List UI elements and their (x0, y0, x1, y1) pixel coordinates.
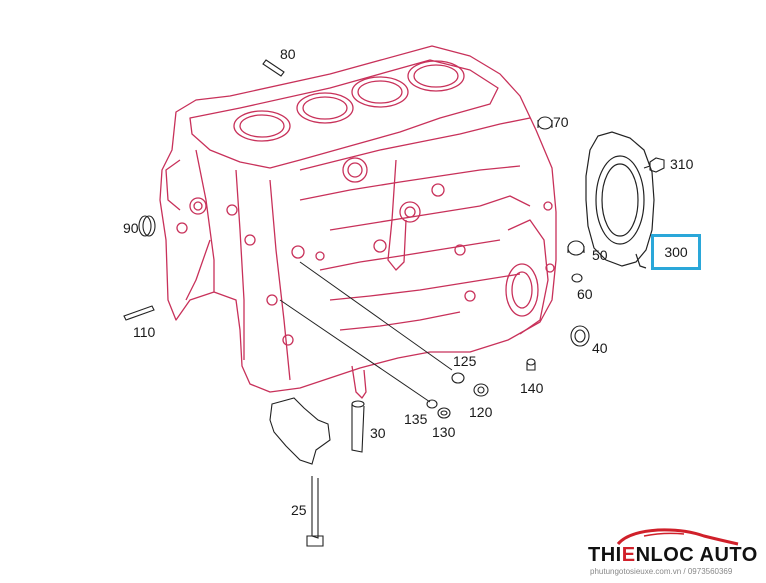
label-25: 25 (291, 502, 307, 518)
label-120: 120 (469, 404, 493, 420)
cap-60 (571, 273, 583, 283)
plug-50 (567, 240, 585, 256)
label-130: 130 (432, 424, 456, 440)
label-80: 80 (280, 46, 296, 62)
seal-90 (138, 215, 156, 237)
label-140: 140 (520, 380, 544, 396)
label-30: 30 (370, 425, 386, 441)
bearing-cap (269, 397, 331, 465)
label-125: 125 (453, 353, 477, 369)
bolt-310 (643, 157, 665, 173)
label-60: 60 (577, 286, 593, 302)
label-300: 300 (664, 244, 688, 260)
cylinder-bore-3 (351, 76, 409, 108)
leader-125 (299, 261, 453, 371)
cylinder-bore-4 (407, 60, 465, 92)
label-90: 90 (123, 220, 139, 236)
engine-block (159, 45, 557, 393)
cylinder-bore-1 (233, 110, 291, 142)
label-40: 40 (592, 340, 608, 356)
plug-130 (437, 407, 451, 419)
cylinder-bore-2 (296, 92, 354, 124)
label-310: 310 (670, 156, 694, 172)
bolt-25 (306, 476, 324, 547)
label-50: 50 (592, 247, 608, 263)
rear-seal-cover-300 (585, 131, 655, 269)
label-70: 70 (553, 114, 569, 130)
leader-135 (279, 299, 431, 403)
thienloc-auto-logo: THIENLOC AUTO phutungotosieuxe.com.vn / … (588, 526, 764, 578)
plug-120 (473, 383, 489, 397)
logo-subtitle: phutungotosieuxe.com.vn / 0973560369 (590, 567, 733, 576)
label-110: 110 (133, 324, 156, 340)
plug-140 (526, 358, 536, 371)
sleeve-30 (351, 400, 365, 453)
highlight-box-300: 300 (651, 234, 701, 270)
car-silhouette-icon (616, 528, 739, 546)
plug-70 (537, 116, 553, 130)
pin-110 (123, 305, 155, 321)
logo-wordmark: THIENLOC AUTO (588, 544, 758, 566)
oring-125 (451, 372, 465, 384)
label-135: 135 (404, 411, 428, 427)
seal-40 (570, 325, 590, 347)
rear-crank-bore (505, 263, 539, 317)
dowel-pin-80 (262, 59, 285, 77)
oring-135 (426, 399, 438, 409)
